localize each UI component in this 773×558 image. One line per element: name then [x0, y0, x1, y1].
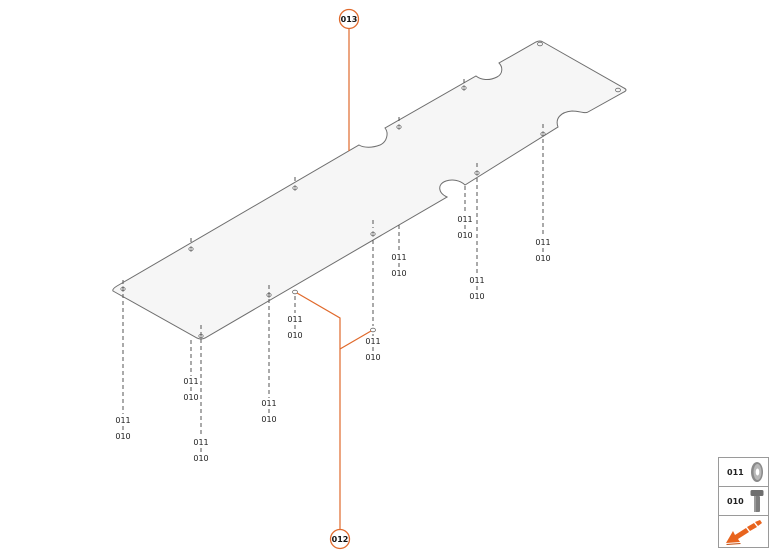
label-washer: 011: [391, 253, 406, 262]
label-bolt: 010: [183, 393, 198, 402]
label-washer: 011: [457, 215, 472, 224]
label-bolt: 010: [287, 331, 302, 340]
label-bolt: 010: [115, 432, 130, 441]
label-bolt: 010: [261, 415, 276, 424]
svg-text:013: 013: [341, 15, 358, 24]
callout-012[interactable]: 012: [329, 528, 351, 550]
label-washer: 011: [469, 276, 484, 285]
legend-code: 010: [727, 496, 744, 506]
label-bolt: 010: [469, 292, 484, 301]
fastener-labels: 011 010 011 010 011 010 011 010 011 010 …: [115, 215, 550, 463]
explode-arrow-icon: [725, 519, 762, 545]
legend-code: 011: [727, 467, 744, 477]
label-washer: 011: [115, 416, 130, 425]
label-bolt: 010: [457, 231, 472, 240]
parts-legend: 011 010: [718, 457, 769, 548]
legend-item-washer[interactable]: 011: [719, 458, 768, 487]
label-bolt: 010: [535, 254, 550, 263]
label-washer: 011: [183, 377, 198, 386]
callout-leaders: [296, 29, 372, 529]
label-washer: 011: [287, 315, 302, 324]
bolt-icon: [750, 490, 764, 512]
cover-plate: [112, 40, 627, 340]
label-bolt: 010: [193, 454, 208, 463]
label-washer: 011: [193, 438, 208, 447]
label-washer: 011: [535, 238, 550, 247]
label-bolt: 010: [365, 353, 380, 362]
explode-view-button[interactable]: [719, 516, 768, 547]
label-washer: 011: [365, 337, 380, 346]
svg-text:012: 012: [332, 535, 349, 544]
label-bolt: 010: [391, 269, 406, 278]
fastener-axes: [122, 79, 544, 453]
label-washer: 011: [261, 399, 276, 408]
washer-icon: [751, 462, 763, 482]
callout-013[interactable]: 013: [338, 8, 360, 30]
legend-item-bolt[interactable]: 010: [719, 487, 768, 516]
